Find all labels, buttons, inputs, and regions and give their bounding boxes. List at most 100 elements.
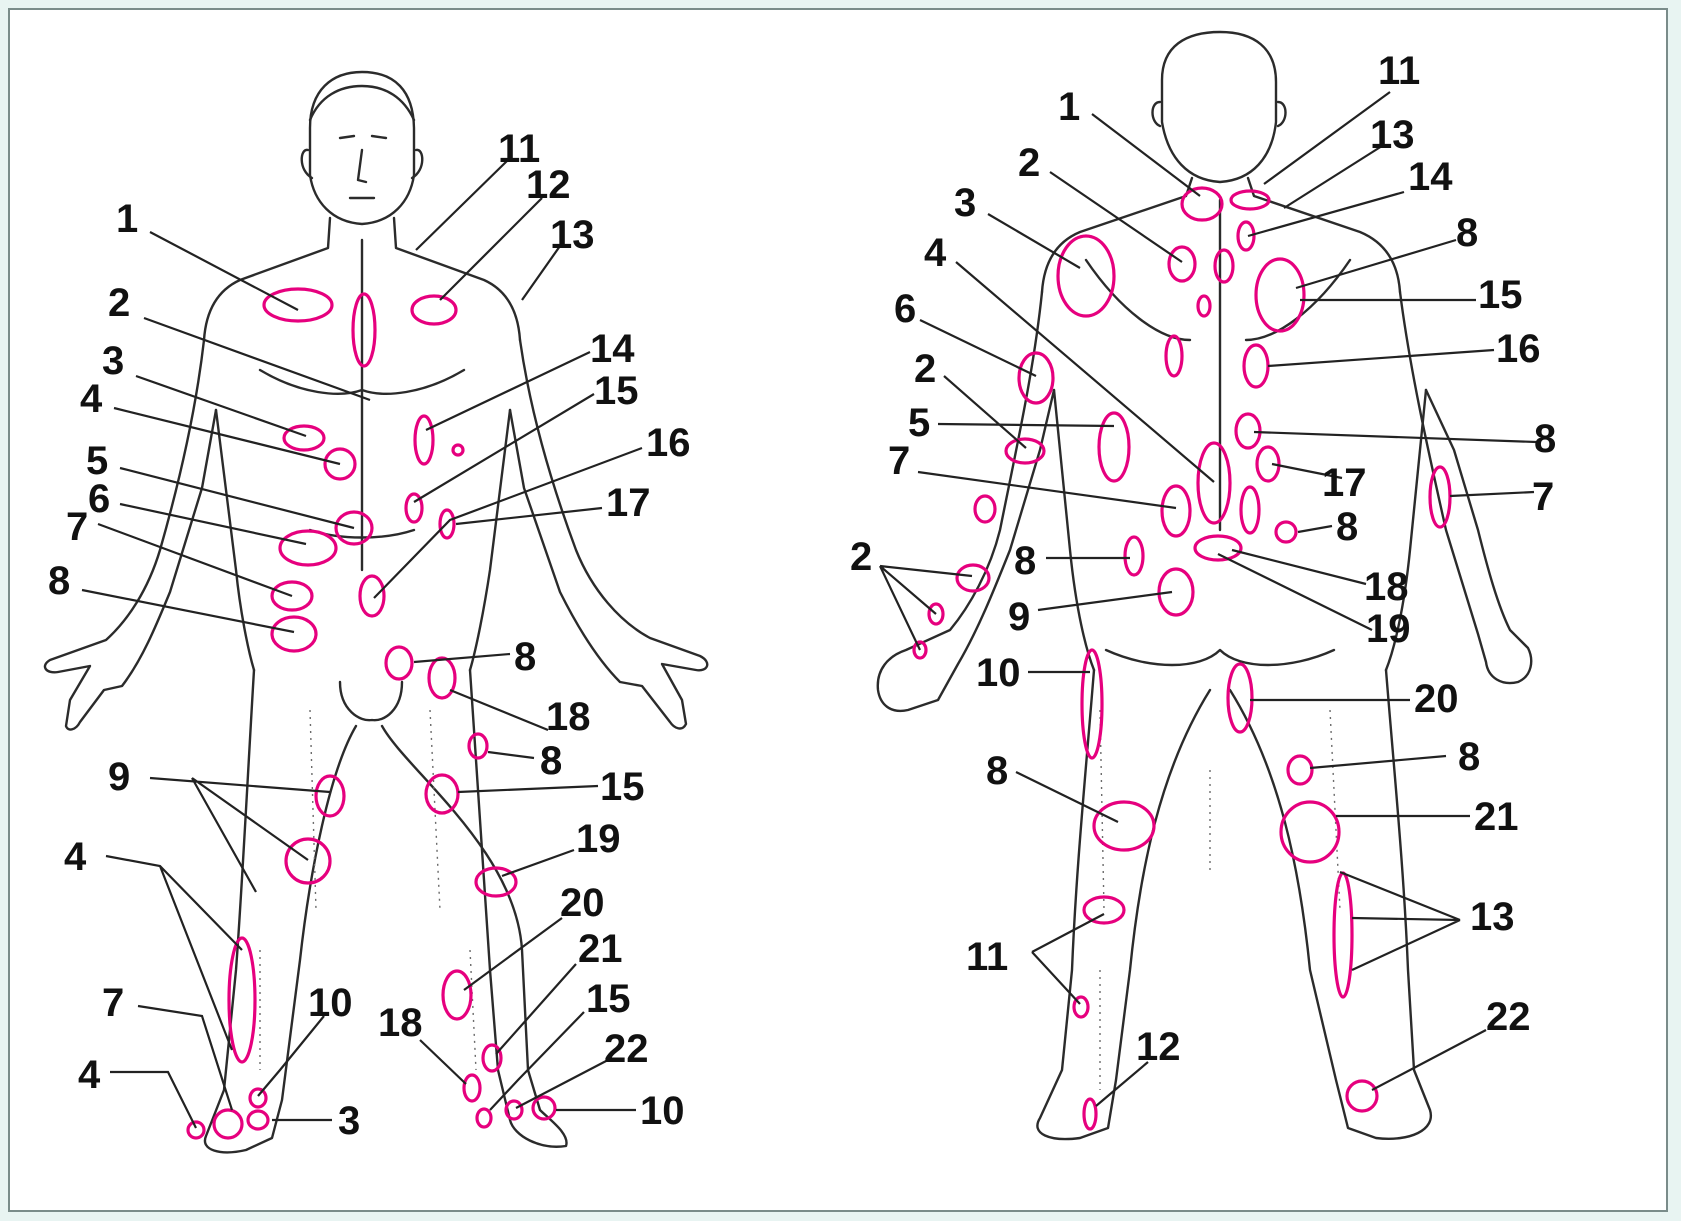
back-point-21 [1281,802,1339,862]
back-label: 8 [1458,735,1480,779]
front-point-15b [426,775,458,813]
front-point-8a [272,617,316,651]
back-label: 7 [1532,475,1554,519]
back-label: 11 [1378,49,1420,93]
front-point-8b [386,647,412,679]
front-label: 19 [576,817,621,861]
back-point-8d [1276,522,1296,542]
back-point-22 [1347,1081,1377,1111]
back-label: 21 [1474,795,1519,839]
back-label: 20 [1414,677,1459,721]
front-point-11 [353,294,375,366]
back-point-8f [1288,756,1312,784]
back-label: 8 [986,749,1008,793]
back-point-2 [1169,247,1195,281]
back-label: 6 [894,287,916,331]
front-label: 6 [88,477,110,521]
front-point-genital [360,576,384,616]
front-point-1 [264,289,332,321]
back-point-8a [1256,259,1304,331]
front-label: 12 [526,163,571,207]
front-label: 2 [108,281,130,325]
back-label: 12 [1136,1025,1181,1069]
back-point-6 [1019,353,1053,403]
front-point-9b [286,839,330,883]
front-point-markers [188,289,555,1138]
front-label: 14 [590,327,635,371]
front-label: 20 [560,881,605,925]
front-label: 18 [546,695,591,739]
back-point-1 [1182,188,1222,220]
front-point-21 [483,1045,501,1071]
back-point-13b [1334,873,1352,997]
back-label: 14 [1408,155,1453,199]
back-point-arm [975,496,995,522]
back-point-20 [1228,664,1252,732]
front-point-4c [214,1110,242,1138]
front-label: 16 [646,421,691,465]
front-point-10b [533,1097,555,1119]
back-point-18 [1195,536,1241,560]
back-label: 4 [924,231,947,275]
back-label: 19 [1366,607,1411,651]
back-point-7a [1162,486,1190,536]
front-label: 7 [66,505,88,549]
back-point-3 [1058,236,1114,316]
back-label: 1 [1058,85,1080,129]
front-point-8c [469,734,487,758]
back-point-12 [1084,1099,1096,1129]
front-label: 9 [108,755,130,799]
front-label: 8 [48,559,70,603]
back-label: 15 [1478,273,1523,317]
front-label: 15 [600,765,645,809]
front-label: 3 [338,1099,360,1143]
front-label: 17 [606,481,651,525]
back-label: 2 [1018,141,1040,185]
front-label: 4 [78,1053,101,1097]
front-label: 18 [378,1001,423,1045]
front-point-18b [464,1075,480,1101]
back-label: 2 [850,535,872,579]
front-label: 8 [514,635,536,679]
front-label: 4 [64,835,87,879]
back-label: 13 [1470,895,1515,939]
back-label: 10 [976,651,1021,695]
back-point-2b [1006,439,1044,463]
front-point-4d [188,1122,204,1138]
front-point-15 [453,445,463,455]
front-number-labels: 1 2 3 4 5 6 7 8 8 8 9 4 7 4 10 3 11 12 1… [48,127,691,1143]
back-point-8e [1125,537,1143,575]
back-point-2c [957,565,989,591]
front-label: 15 [586,977,631,1021]
body-points-diagram: 1 2 3 4 5 6 7 8 8 8 9 4 7 4 10 3 11 12 1… [10,10,1666,1210]
back-label: 18 [1364,565,1409,609]
back-label: 8 [1456,211,1478,255]
back-label: 9 [1008,595,1030,639]
front-point-14 [415,416,433,464]
front-label: 22 [604,1027,649,1071]
front-label: 21 [578,927,623,971]
back-label: 17 [1322,461,1367,505]
back-point-small [1198,296,1210,316]
front-label: 8 [540,739,562,783]
front-point-12 [412,296,456,324]
back-label: 8 [1534,417,1556,461]
back-point-16 [1244,345,1268,387]
front-label: 15 [594,369,639,413]
front-label: 4 [80,377,103,421]
front-point-3b [248,1111,268,1129]
front-point-10a [250,1089,266,1107]
front-point-15c [477,1109,491,1127]
back-label: 3 [954,181,976,225]
back-label: 8 [1014,539,1036,583]
front-label: 10 [640,1089,685,1133]
front-label: 13 [550,213,595,257]
back-label: 8 [1336,505,1358,549]
diagram-frame: 1 2 3 4 5 6 7 8 8 8 9 4 7 4 10 3 11 12 1… [8,8,1668,1212]
back-point-5 [1099,413,1129,481]
back-label: 13 [1370,113,1415,157]
back-point-7b [1430,467,1450,527]
front-label: 1 [116,197,138,241]
back-point-8g [1094,802,1154,850]
back-label: 11 [966,935,1008,979]
